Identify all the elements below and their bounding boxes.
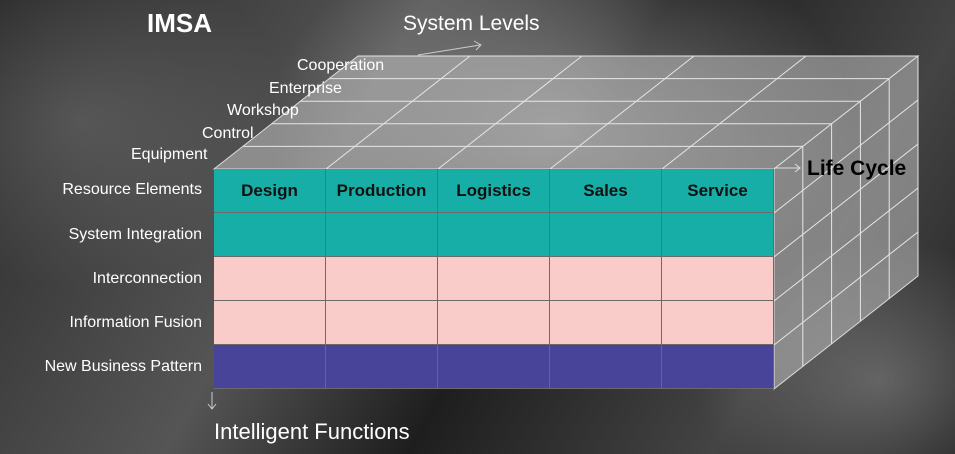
grid-cell	[326, 257, 438, 301]
grid-cell	[662, 213, 774, 257]
grid-cell	[438, 301, 550, 345]
right-row-line	[773, 187, 919, 302]
grid-cell	[326, 345, 438, 389]
grid-cell	[438, 257, 550, 301]
top-column-line	[661, 55, 807, 170]
intelligent-functions-axis-label: Intelligent Functions	[214, 419, 410, 444]
life-cycle-axis-label: Life Cycle	[807, 157, 907, 180]
grid-cell	[438, 213, 550, 257]
function-system-integration: System Integration	[68, 226, 202, 243]
right-row-line	[773, 143, 919, 258]
grid-cell	[214, 213, 326, 257]
right-row-line	[773, 99, 919, 214]
top-column-line	[437, 55, 583, 170]
front-face-grid: Design Production Logistics Sales Servic…	[214, 169, 774, 389]
grid-cell	[214, 345, 326, 389]
grid-cell	[550, 345, 662, 389]
cell-production: Production	[326, 169, 438, 213]
level-enterprise: Enterprise	[269, 80, 342, 97]
grid-cell	[326, 301, 438, 345]
cell-sales: Sales	[550, 169, 662, 213]
grid-cell	[214, 257, 326, 301]
page-title: IMSA	[147, 8, 212, 38]
grid-cell	[662, 257, 774, 301]
cell-service: Service	[662, 169, 774, 213]
grid-cell	[550, 213, 662, 257]
level-cooperation: Cooperation	[297, 57, 385, 74]
right-row-line	[773, 231, 919, 346]
level-workshop: Workshop	[227, 102, 299, 119]
function-interconnection: Interconnection	[92, 270, 202, 287]
cell-logistics: Logistics	[438, 169, 550, 213]
function-resource-elements: Resource Elements	[62, 181, 202, 198]
grid-cell	[662, 345, 774, 389]
top-column-line	[549, 55, 695, 170]
function-new-business-pattern: New Business Pattern	[44, 358, 202, 375]
grid-cell	[438, 345, 550, 389]
grid-cell	[214, 301, 326, 345]
level-control: Control	[202, 125, 254, 142]
cell-design: Design	[214, 169, 326, 213]
system-levels-axis-label: System Levels	[403, 12, 540, 35]
top-column-line	[325, 55, 471, 170]
grid-cell	[550, 257, 662, 301]
grid-cell	[326, 213, 438, 257]
grid-cell	[662, 301, 774, 345]
grid-cell	[550, 301, 662, 345]
function-information-fusion: Information Fusion	[69, 314, 202, 331]
level-equipment: Equipment	[131, 146, 208, 163]
